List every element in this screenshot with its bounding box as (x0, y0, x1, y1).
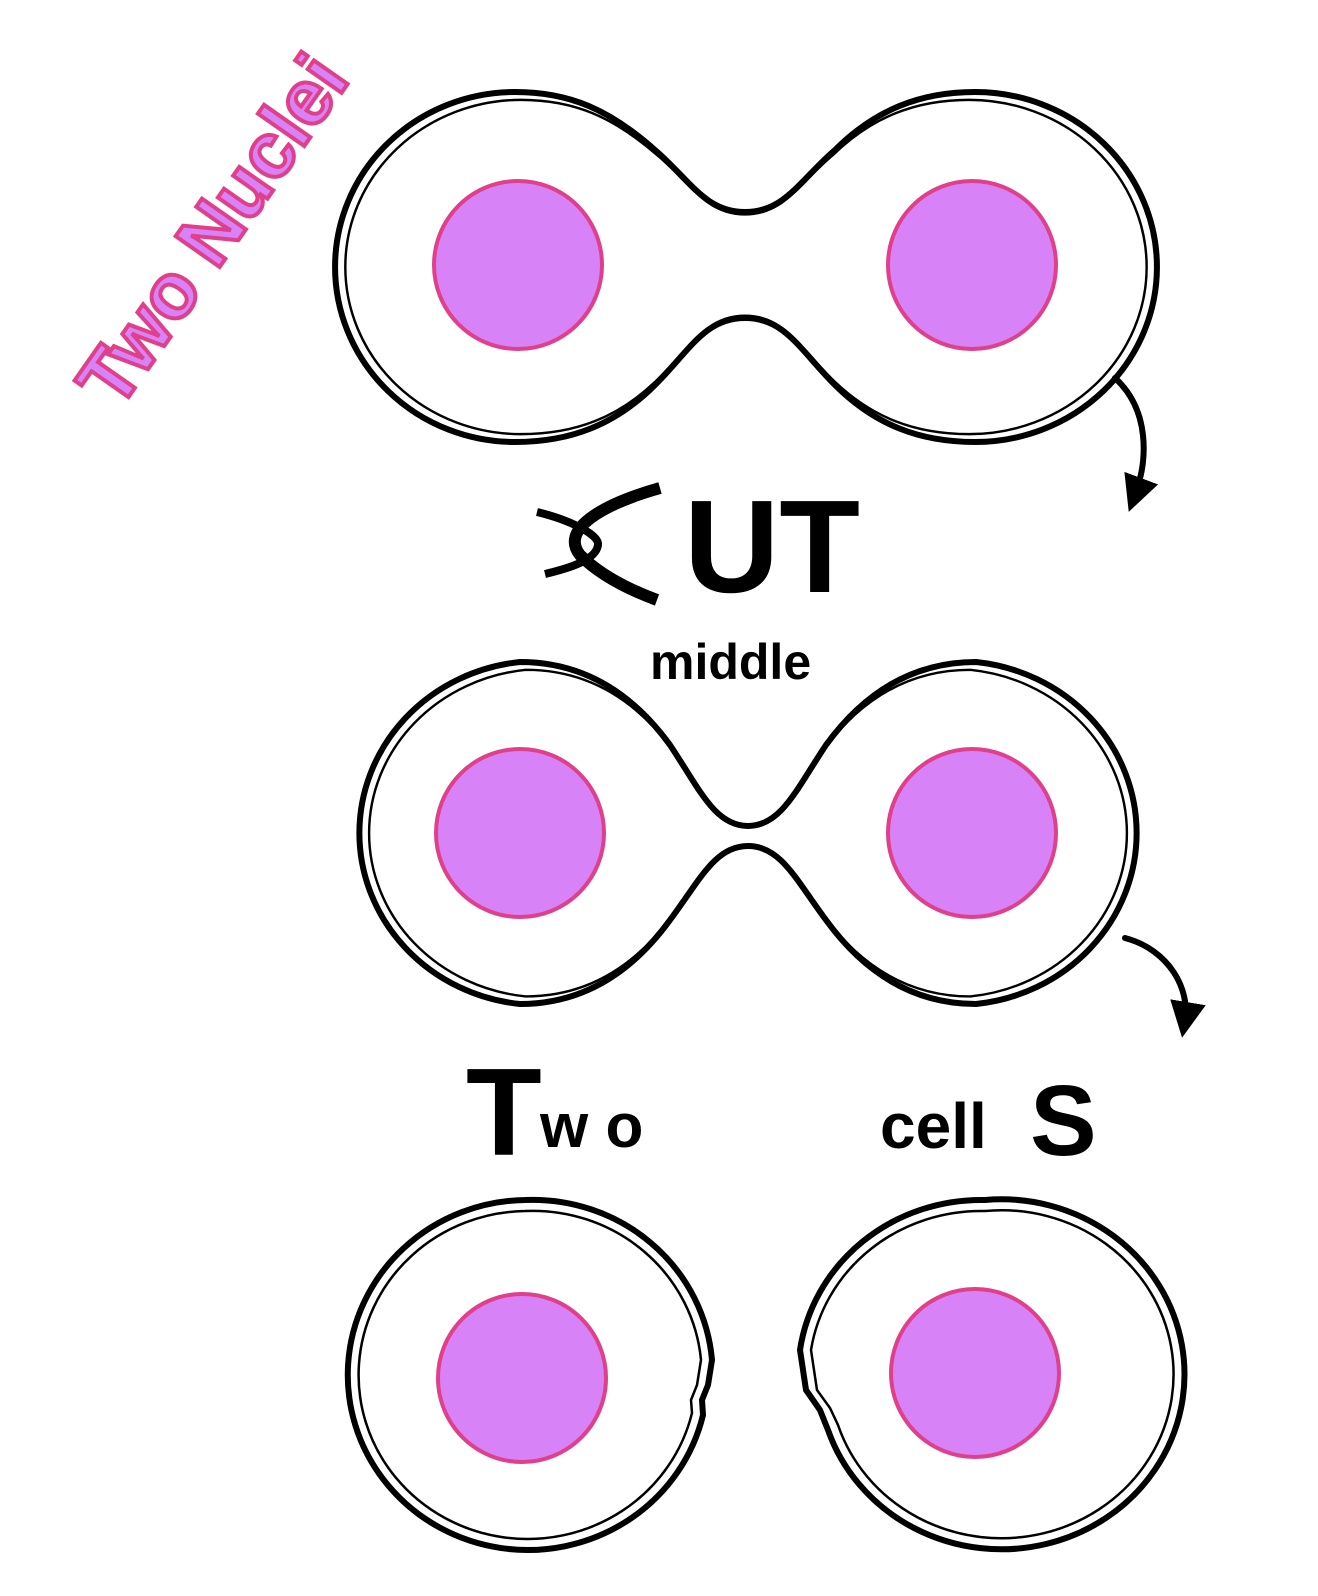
nucleus (436, 1292, 608, 1464)
cell-membrane-inner (357, 1209, 703, 1541)
cell-stage-2-pinching (356, 658, 1140, 1008)
daughter-cell-right (796, 1196, 1188, 1553)
cell-membrane-outer (332, 88, 1160, 446)
curved-arrow-icon (1112, 375, 1159, 512)
curved-arrow-icon (1122, 935, 1206, 1038)
cell-membrane-inner (344, 98, 1148, 436)
two-label-T: T (466, 1044, 542, 1182)
middle-label: middle (650, 634, 811, 690)
cells-label-S: S (1030, 1065, 1097, 1177)
two-nuclei-label: Two Nuclei (60, 39, 365, 422)
cell-membrane-inner (809, 1209, 1175, 1540)
two-label-rest: w o (539, 1092, 643, 1161)
scissors-icon (536, 482, 662, 606)
nucleus-right (886, 747, 1058, 919)
cell-stage-1-two-nuclei (332, 88, 1160, 446)
cells-label-rest: cell (880, 1090, 987, 1162)
nucleus (889, 1287, 1061, 1459)
cut-label: UT (684, 473, 860, 620)
nucleus-left (432, 179, 604, 351)
nucleus-right (886, 179, 1058, 351)
nucleus-left (434, 747, 606, 919)
two-cells-label: T w o cell S (466, 1044, 1097, 1182)
daughter-cell-left (344, 1196, 716, 1553)
cell-membrane-inner (367, 668, 1129, 998)
